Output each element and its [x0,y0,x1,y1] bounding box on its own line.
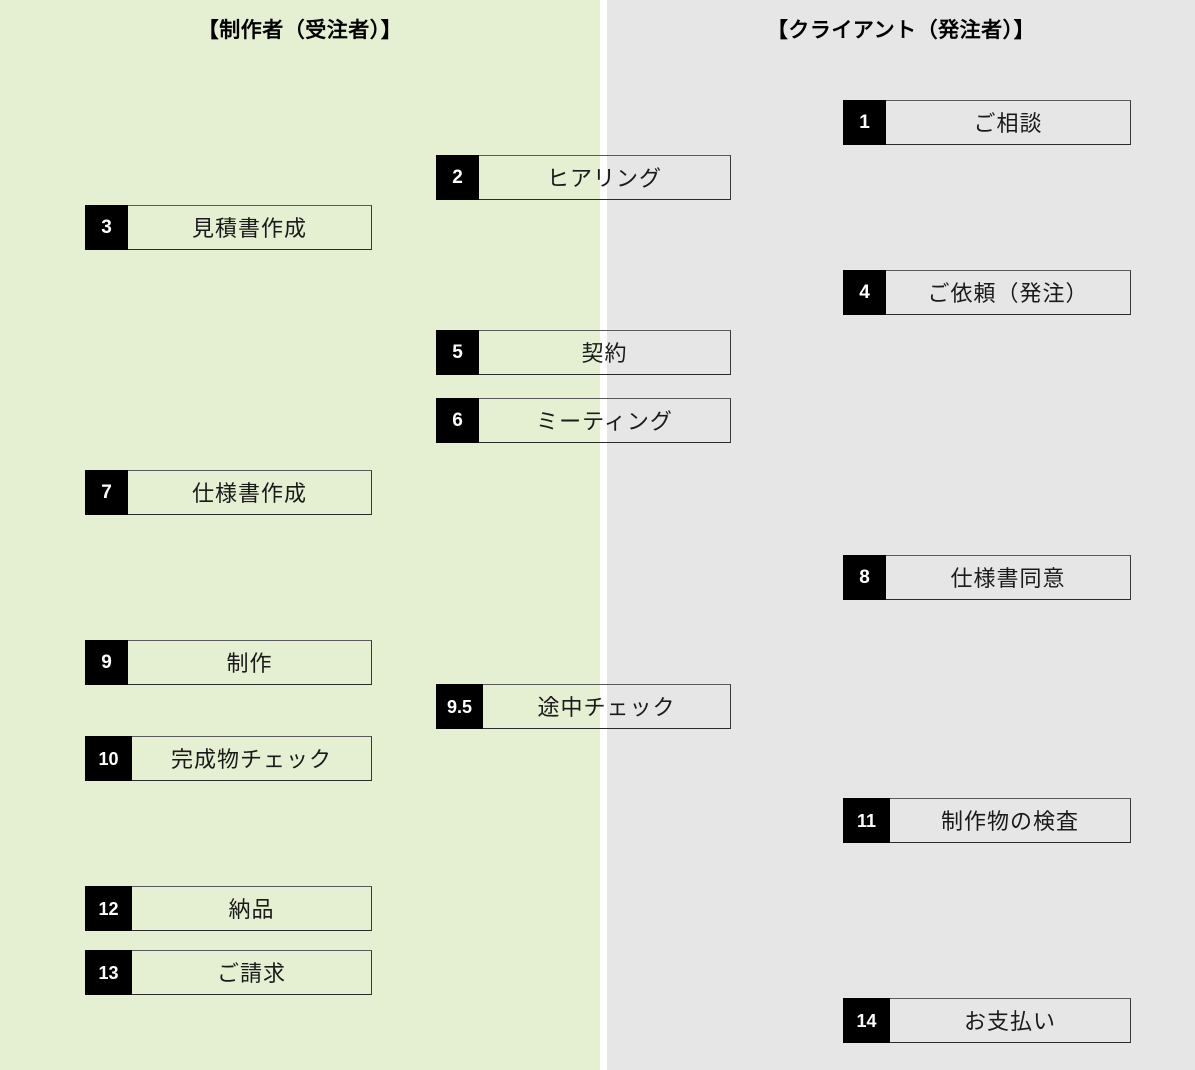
step-number-badge: 9.5 [436,684,483,729]
step-box-10[interactable]: 10 完成物チェック [85,736,372,781]
step-label: ミーティング [536,409,673,435]
step-box-12[interactable]: 12 納品 [85,886,372,931]
step-number-badge: 14 [843,998,890,1043]
step-box-1[interactable]: 1 ご相談 [843,100,1131,145]
step-label: ご相談 [973,111,1043,137]
step-label: 制作物の検査 [940,809,1079,835]
step-number-badge: 11 [843,798,890,843]
step-number-badge: 4 [843,270,886,315]
step-number-badge: 3 [85,205,128,250]
step-number-badge: 10 [85,736,132,781]
step-box-2[interactable]: 2 ヒアリング [436,155,731,200]
step-number-badge: 12 [85,886,132,931]
step-label: お支払い [963,1009,1056,1035]
lane-title-producer: 【制作者（受注者）】 [197,19,403,42]
step-box-5[interactable]: 5 契約 [436,330,731,375]
step-box-7[interactable]: 7 仕様書作成 [85,470,372,515]
step-box-6[interactable]: 6 ミーティング [436,398,731,443]
step-number-badge: 1 [843,100,886,145]
step-label: ご請求 [216,961,286,987]
step-box-4[interactable]: 4 ご依頼（発注） [843,270,1131,315]
step-label: 仕様書同意 [950,566,1066,592]
step-number-badge: 9 [85,640,128,685]
step-label: ご依頼（発注） [927,281,1089,307]
step-label: 納品 [228,897,275,923]
step-number-badge: 7 [85,470,128,515]
step-label: 契約 [581,341,628,367]
step-box-11[interactable]: 11 制作物の検査 [843,798,1131,843]
lane-title-client: 【クライアント（発注者）】 [766,19,1036,42]
step-box-13[interactable]: 13 ご請求 [85,950,372,995]
step-number-badge: 5 [436,330,479,375]
step-number-badge: 2 [436,155,479,200]
step-number-badge: 8 [843,555,886,600]
step-box-9[interactable]: 9 制作 [85,640,372,685]
step-number-badge: 13 [85,950,132,995]
step-label: 完成物チェック [170,747,332,773]
step-box-3[interactable]: 3 見積書作成 [85,205,372,250]
step-label: 途中チェック [537,695,676,721]
step-box-14[interactable]: 14 お支払い [843,998,1131,1043]
step-label: ヒアリング [546,166,662,192]
step-box-8[interactable]: 8 仕様書同意 [843,555,1131,600]
lane-background-client [607,0,1195,1070]
step-box-9-5[interactable]: 9.5 途中チェック [436,684,731,729]
step-label: 制作 [226,651,273,677]
step-number-badge: 6 [436,398,479,443]
step-label: 仕様書作成 [191,481,307,507]
step-label: 見積書作成 [191,216,307,242]
